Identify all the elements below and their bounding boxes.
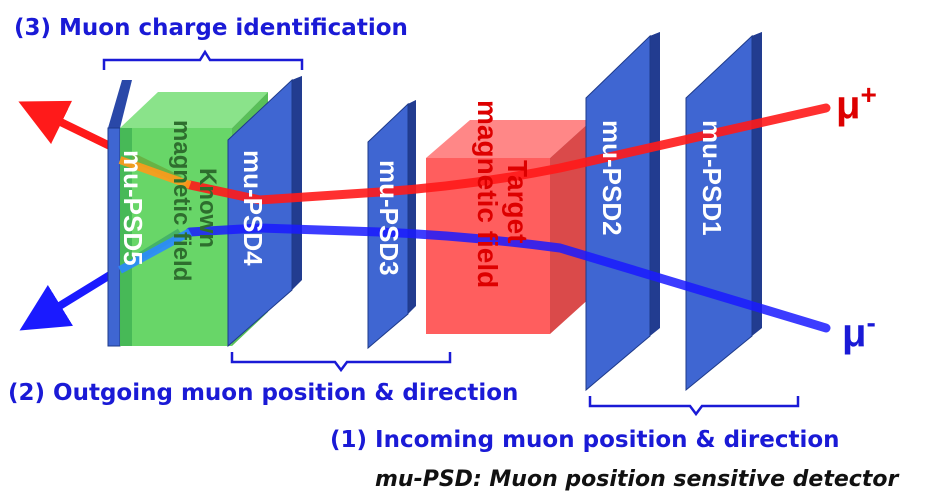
mu-minus-label: μ- [842, 307, 876, 355]
bracket-incoming [588, 396, 800, 417]
label-psd1: mu-PSD1 [697, 120, 727, 236]
mu-minus-sup: - [866, 307, 875, 338]
caption-incoming: (1) Incoming muon position & direction [330, 427, 840, 453]
mu-minus-track [185, 223, 831, 333]
label-psd4: mu-PSD4 [238, 150, 268, 266]
mu-plus-label: μ+ [836, 79, 877, 127]
caption-charge-id: (3) Muon charge identification [14, 15, 408, 41]
mu-minus-symbol: μ [842, 311, 866, 355]
track-cyan-junction [118, 228, 192, 274]
label-target-line1: Target [502, 160, 533, 244]
bracket-charge-id [102, 49, 304, 70]
mu-plus-symbol: μ [836, 83, 860, 127]
track-orange-junction [118, 156, 192, 189]
caption-outgoing: (2) Outgoing muon position & direction [8, 380, 519, 406]
bracket-outgoing [230, 352, 452, 373]
mu-plus-sup: + [860, 79, 876, 110]
label-psd5: mu-PSD5 [118, 150, 148, 266]
detector-psd2 [585, 32, 660, 392]
mu-plus-track [185, 103, 831, 205]
detector-psd3 [367, 100, 416, 350]
label-psd3: mu-PSD3 [374, 160, 404, 276]
label-known-line2: magnetic field [168, 120, 195, 281]
detector-psd4 [227, 76, 302, 348]
label-psd2: mu-PSD2 [597, 120, 627, 236]
target-field-box [426, 120, 592, 334]
label-known-line1: Known [194, 168, 221, 248]
footnote: mu-PSD: Muon position sensitive detector [375, 467, 899, 492]
label-target-line2: magnetic field [472, 100, 503, 288]
